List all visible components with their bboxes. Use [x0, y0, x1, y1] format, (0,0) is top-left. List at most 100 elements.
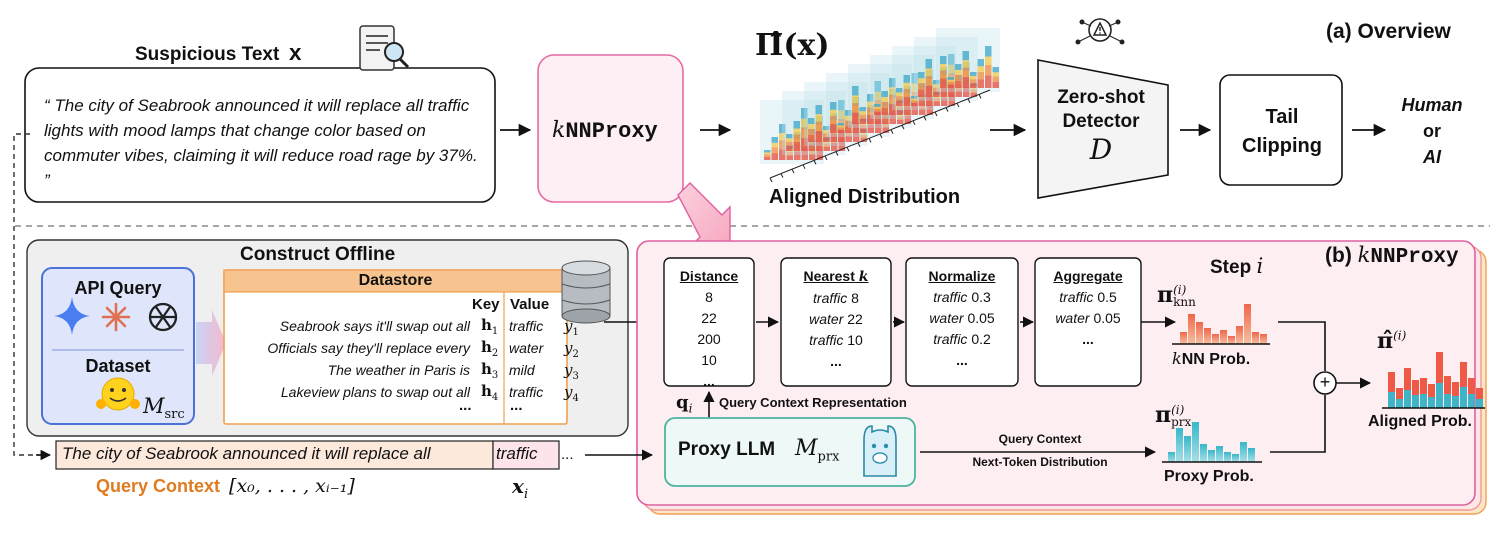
distribution-bar-segment [962, 67, 969, 77]
distribution-bar-segment [809, 154, 816, 160]
datastore-h-sub: 4 [491, 392, 499, 403]
distribution-bar-segment [845, 130, 852, 136]
detector-line1: Zero-shot [1057, 87, 1145, 108]
distribution-bar-segment [919, 103, 926, 109]
distribution-bar-segment [882, 117, 889, 124]
distribution-bar-segment [786, 151, 793, 156]
distribution-bar-segment [823, 143, 830, 147]
datastore-h-symbol: h [481, 338, 492, 356]
datastore-y-sub: 4 [572, 393, 579, 404]
nearest-row: traffic 8 [781, 288, 891, 309]
aggregate-word: water [1055, 310, 1090, 326]
distribution-bar-segment [764, 152, 771, 155]
datastore-y: y3 [564, 361, 579, 382]
distribution-bar-segment [808, 134, 815, 142]
pi-knn-symbol: π(i)knn [1157, 282, 1196, 308]
distribution-bar-segment [911, 103, 918, 106]
aligned-prob-histogram [1388, 352, 1483, 408]
normalize-value: 0.3 [971, 289, 991, 305]
suspicious-text-symbol: x [288, 42, 302, 67]
distribution-bar-segment [947, 84, 954, 88]
q-symbol: q [676, 392, 689, 413]
distribution-bar-segment [977, 72, 984, 80]
m-src-m: M [143, 394, 165, 418]
distribution-bar-segment [779, 140, 786, 150]
distribution-bar-segment [837, 127, 844, 130]
pi-knn-sub: knn [1173, 295, 1196, 309]
distribution-bar-segment [882, 122, 889, 127]
distribution-bar-segment [874, 111, 881, 115]
aligned-prob-bar-high [1420, 378, 1427, 394]
distribution-bar-segment [808, 128, 815, 135]
distribution-bar-segment [904, 115, 911, 124]
knn-prob-bar [1212, 334, 1219, 344]
distribution-bar-segment [926, 104, 933, 115]
distribution-bar-segment [860, 134, 867, 139]
distribution-bar-segment [948, 84, 955, 97]
datastore-value: mild [509, 362, 535, 378]
proxy-prob-bar [1200, 444, 1207, 462]
knn-prob-bar [1236, 326, 1243, 344]
distribution-bar-segment [808, 118, 815, 124]
proxy-arrow-label-bottom: Next-Token Distribution [972, 455, 1108, 469]
proxy-prob-bar [1184, 436, 1191, 462]
distribution-bar-segment [962, 76, 969, 88]
distribution-bar-segment [852, 95, 859, 104]
distribution-bar-segment [962, 60, 969, 68]
knn-prob-bar [1244, 304, 1251, 344]
construct-offline-title: Construct Offline [240, 244, 396, 265]
pi-prx-symbol: π(i)prx [1155, 402, 1191, 428]
pi-knn-pi: π [1157, 282, 1174, 308]
distribution-bar-segment [852, 122, 859, 133]
knn-prob-bar [1180, 332, 1187, 344]
distribution-bar-segment [801, 118, 808, 128]
distribution-bar-segment [845, 110, 852, 116]
pi-hat-aligned-symbol: π̂(i) [1377, 328, 1406, 354]
distribution-bar-segment [992, 72, 999, 77]
proxy-prob-bar [1240, 442, 1247, 462]
distribution-axis-tick [813, 160, 817, 165]
datastore-y-symbol: y [564, 361, 573, 379]
distribution-bar-segment [896, 88, 903, 93]
knn-prob-k: k [1172, 349, 1182, 368]
aggregate-ellipsis: ... [1082, 331, 1094, 347]
aligned-prob-bar-high [1412, 380, 1419, 395]
openai-icon [148, 302, 178, 332]
aligned-prob-bar-high [1444, 376, 1451, 394]
aggregate-word: traffic [1059, 289, 1094, 305]
value-header: Value [510, 296, 550, 313]
normalize-title: Normalize [928, 268, 996, 284]
sum-plus: + [1319, 372, 1331, 392]
knn-to-sum-connector [1278, 321, 1326, 371]
distribution-bar-segment [808, 144, 815, 151]
distribution-bar-segment [786, 155, 793, 160]
datastore-h-sub: 2 [491, 348, 499, 359]
pi-prx-pi: π [1155, 402, 1172, 428]
pi-prx-sup: (i) [1171, 403, 1185, 417]
distribution-axis-tick [835, 151, 839, 156]
distribution-bar-segment [874, 111, 881, 124]
distribution-bar-segment [903, 75, 910, 83]
proxy-to-sum-connector [1270, 395, 1326, 453]
aligned-prob-bar-low [1460, 387, 1467, 408]
datastore-y-sub: 1 [572, 327, 579, 338]
distribution-bar-segment [786, 141, 793, 146]
distribution-bar-segment [918, 89, 925, 97]
aligned-prob-bar-high [1460, 362, 1467, 387]
distribution-bar-segment [933, 87, 940, 92]
knnproxy-box [537, 54, 684, 203]
distribution-bar-segment [970, 72, 977, 76]
distribution-bar-segment [947, 77, 954, 80]
output-human: Human [1401, 95, 1463, 115]
distribution-bar-segment [925, 59, 932, 69]
distribution-bar-segment [801, 147, 808, 160]
distance-value: 22 [701, 310, 717, 326]
distribution-axis-tick [780, 173, 784, 178]
knnproxy-section-title: (b) kNNProxy [1325, 243, 1459, 269]
distribution-bar-segment [882, 127, 889, 133]
aligned-prob-bar-high [1452, 382, 1459, 396]
datastore-h: h1 [481, 316, 498, 337]
datastore-h: h2 [481, 338, 498, 359]
nearest-row: traffic 10 [781, 330, 891, 351]
